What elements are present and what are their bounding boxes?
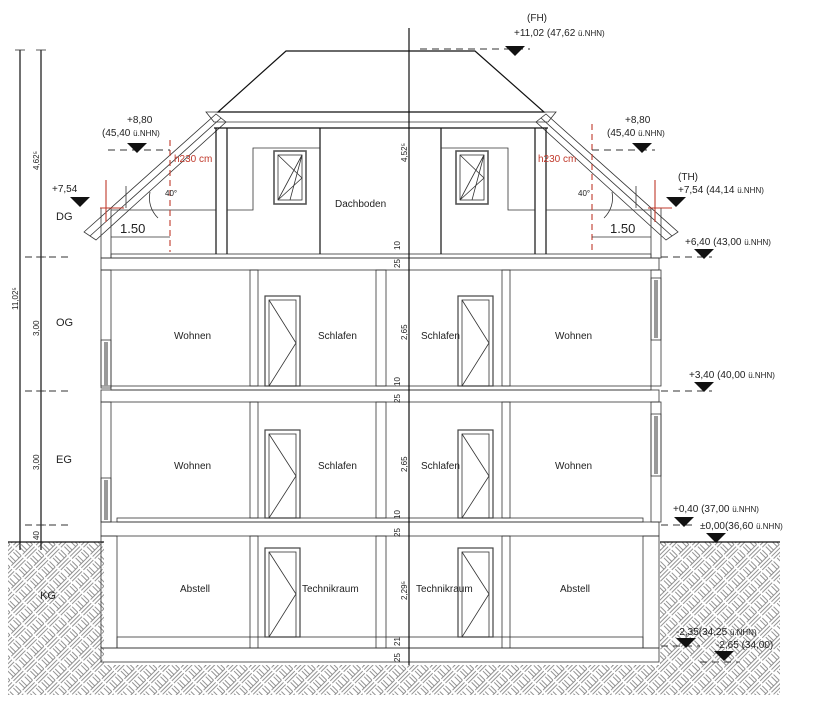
level-ridge-right: +8,80: [625, 115, 651, 126]
door-kg-left: [264, 547, 301, 638]
room-eg-wohnen-left: Wohnen: [174, 461, 211, 472]
dim-kg-screed: 21: [393, 637, 402, 646]
level-ridge-left-nhn: (45,40 ü.NHN): [102, 128, 160, 139]
dim-og-height: 3,00: [32, 320, 41, 336]
slab-eg: [100, 517, 660, 537]
kneewall-width-right: 1.50: [610, 221, 635, 236]
doors: [264, 295, 494, 638]
room-og-wohnen-left: Wohnen: [174, 331, 211, 342]
roof-pitch-right: 40°: [578, 189, 590, 198]
level-ridge-right-nhn: (45,40 ü.NHN): [607, 128, 665, 139]
door-og-right: [457, 295, 494, 387]
level-fh-tag: (FH): [527, 13, 547, 24]
left-dimension-lines: [15, 49, 70, 550]
dormer-window-left: [273, 150, 307, 205]
room-eg-schlafen-left: Schlafen: [318, 461, 357, 472]
room-kg-technikraum-right: Technikraum: [416, 584, 473, 595]
dim-kg-inner: 2,29⁵: [400, 581, 409, 600]
storey-label-eg: EG: [56, 454, 72, 466]
kneewall-dims: [111, 191, 651, 238]
dim-og-inner: 2,65: [400, 324, 409, 340]
level-og-floor: +3,40 (40,00 ü.NHN): [689, 370, 775, 381]
storey-label-dg: DG: [56, 211, 73, 223]
room-og-schlafen-left: Schlafen: [318, 331, 357, 342]
dim-eg-slab: 25: [393, 528, 402, 537]
dormer-window-right: [455, 150, 489, 205]
level-ground: ±0,00(36,60 ü.NHN): [700, 521, 783, 532]
level-foundation: -2,65 (34,00): [716, 640, 773, 651]
door-kg-right: [457, 547, 494, 638]
dim-dg-height: 4,62⁵: [32, 151, 41, 170]
slab-og: [100, 385, 660, 403]
level-dg-floor: +6,40 (43,00 ü.NHN): [685, 237, 771, 248]
ground-soil: [8, 541, 780, 695]
dim-kg-slab: 25: [393, 653, 402, 662]
dim-plinth: 40: [32, 531, 41, 540]
room-eg-wohnen-right: Wohnen: [555, 461, 592, 472]
dim-dg-slab: 25: [393, 259, 402, 268]
roof-structure: [83, 50, 679, 259]
room-kg-abstell-left: Abstell: [180, 584, 210, 595]
dim-total-height: 11,02⁵: [11, 287, 20, 310]
dim-og-slab: 25: [393, 394, 402, 403]
dim-eg-height: 3,00: [32, 454, 41, 470]
kneewall-width-left: 1.50: [120, 221, 145, 236]
roof-pitch-left: 40°: [165, 189, 177, 198]
room-kg-abstell-right: Abstell: [560, 584, 590, 595]
upper-floor-structure: [100, 269, 662, 389]
dim-dg-screed: 10: [393, 241, 402, 250]
room-eg-schlafen-right: Schlafen: [421, 461, 460, 472]
room-og-schlafen-right: Schlafen: [421, 331, 460, 342]
level-eave-right: +7,54 (44,14 ü.NHN): [678, 185, 764, 196]
level-kg-floor: -2,35(34,25 ü.NHN): [676, 627, 757, 638]
level-ridge-left: +8,80: [127, 115, 153, 126]
door-eg-right: [457, 429, 494, 519]
door-og-left: [264, 295, 301, 387]
slab-dg: [100, 253, 660, 271]
room-og-wohnen-right: Wohnen: [555, 331, 592, 342]
level-markers: [70, 46, 740, 663]
level-eave-left: +7,54: [52, 184, 78, 195]
dim-dg-inner: 4,52⁵: [400, 143, 409, 162]
level-th-tag: (TH): [678, 172, 698, 183]
dim-eg-inner: 2,65: [400, 456, 409, 472]
red-annotations: [100, 124, 672, 252]
storey-label-og: OG: [56, 317, 73, 329]
room-kg-technikraum-left: Technikraum: [302, 584, 359, 595]
clear-height-right: h230 cm: [538, 154, 576, 165]
level-eg-floor: +0,40 (37,00 ü.NHN): [673, 504, 759, 515]
clear-height-left: h230 cm: [174, 154, 212, 165]
storey-label-kg: KG: [40, 590, 56, 602]
basement-structure: [100, 535, 660, 663]
dim-og-screed: 10: [393, 377, 402, 386]
level-fh: +11,02 (47,62 ü.NHN): [514, 28, 605, 39]
room-dachboden: Dachboden: [335, 199, 386, 210]
door-eg-left: [264, 429, 301, 519]
dim-eg-screed: 10: [393, 510, 402, 519]
